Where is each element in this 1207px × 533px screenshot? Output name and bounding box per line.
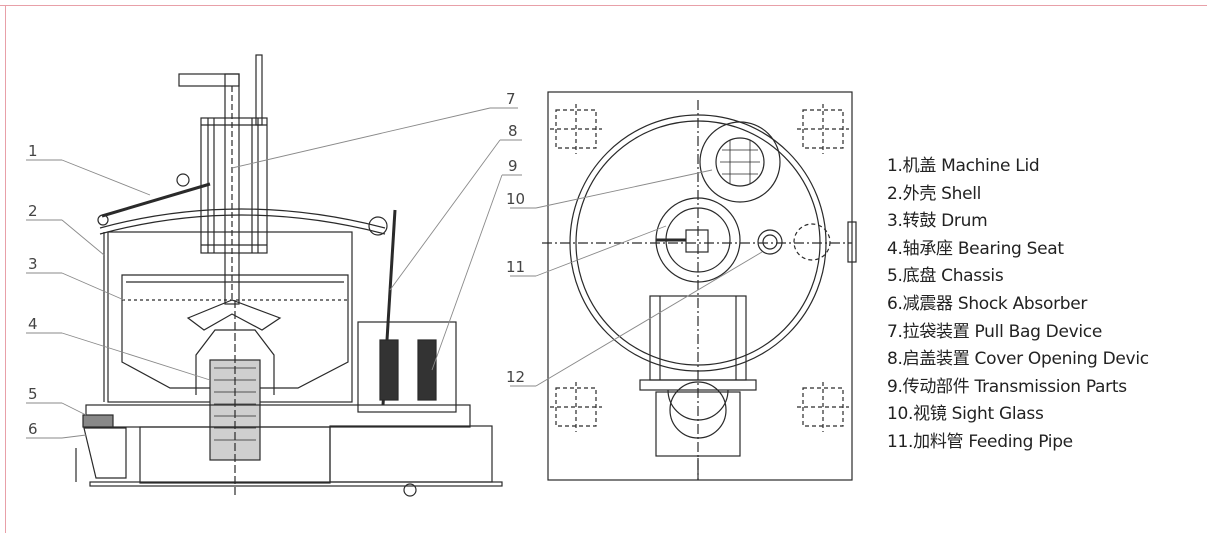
callout-2: 2 bbox=[28, 202, 38, 220]
side-view bbox=[75, 54, 503, 497]
transmission-box bbox=[357, 321, 457, 413]
shock-absorber bbox=[83, 427, 127, 479]
legend-item: 6.减震器 Shock Absorber bbox=[887, 293, 1088, 314]
legend-item: 2.外壳 Shell bbox=[887, 183, 982, 204]
chassis bbox=[85, 404, 471, 428]
callout-6: 6 bbox=[28, 420, 38, 438]
callout-11: 11 bbox=[506, 258, 525, 276]
legend-item: 3.转鼓 Drum bbox=[887, 211, 988, 232]
callout-8: 8 bbox=[508, 122, 518, 140]
callout-12: 12 bbox=[506, 368, 525, 386]
callout-10: 10 bbox=[506, 190, 525, 208]
callout-3: 3 bbox=[28, 255, 38, 273]
callout-1: 1 bbox=[28, 142, 38, 160]
legend-item: 5.底盘 Chassis bbox=[887, 266, 1004, 287]
top-view bbox=[542, 91, 857, 481]
top-border-line bbox=[0, 5, 1207, 6]
legend-item: 11.加料管 Feeding Pipe bbox=[887, 431, 1073, 452]
left-border-line bbox=[5, 5, 6, 533]
callout-9: 9 bbox=[508, 157, 518, 175]
parts-legend: 1.机盖 Machine Lid 2.外壳 Shell 3.转鼓 Drum 4.… bbox=[887, 153, 1149, 457]
sight-glass bbox=[699, 121, 781, 203]
top-leader-lines bbox=[510, 169, 763, 387]
base-plate bbox=[547, 91, 853, 481]
legend-item: 4.轴承座 Bearing Seat bbox=[887, 238, 1064, 259]
legend-item: 7.拉袋装置 Pull Bag Device bbox=[887, 321, 1103, 342]
top-shell bbox=[569, 114, 827, 372]
legend-item: 1.机盖 Machine Lid bbox=[887, 156, 1040, 176]
machine-lid bbox=[99, 208, 386, 229]
legend-item: 8.启盖装置 Cover Opening Devic bbox=[887, 349, 1149, 370]
callout-5: 5 bbox=[28, 385, 38, 403]
feed-pipe-elbow bbox=[178, 73, 240, 87]
legend-item: 10.视镜 Sight Glass bbox=[887, 404, 1044, 425]
legend-item: 9.传动部件 Transmission Parts bbox=[887, 376, 1127, 397]
side-leader-lines bbox=[26, 107, 522, 439]
callout-7: 7 bbox=[506, 90, 516, 108]
callout-4: 4 bbox=[28, 315, 38, 333]
drum bbox=[121, 274, 349, 389]
